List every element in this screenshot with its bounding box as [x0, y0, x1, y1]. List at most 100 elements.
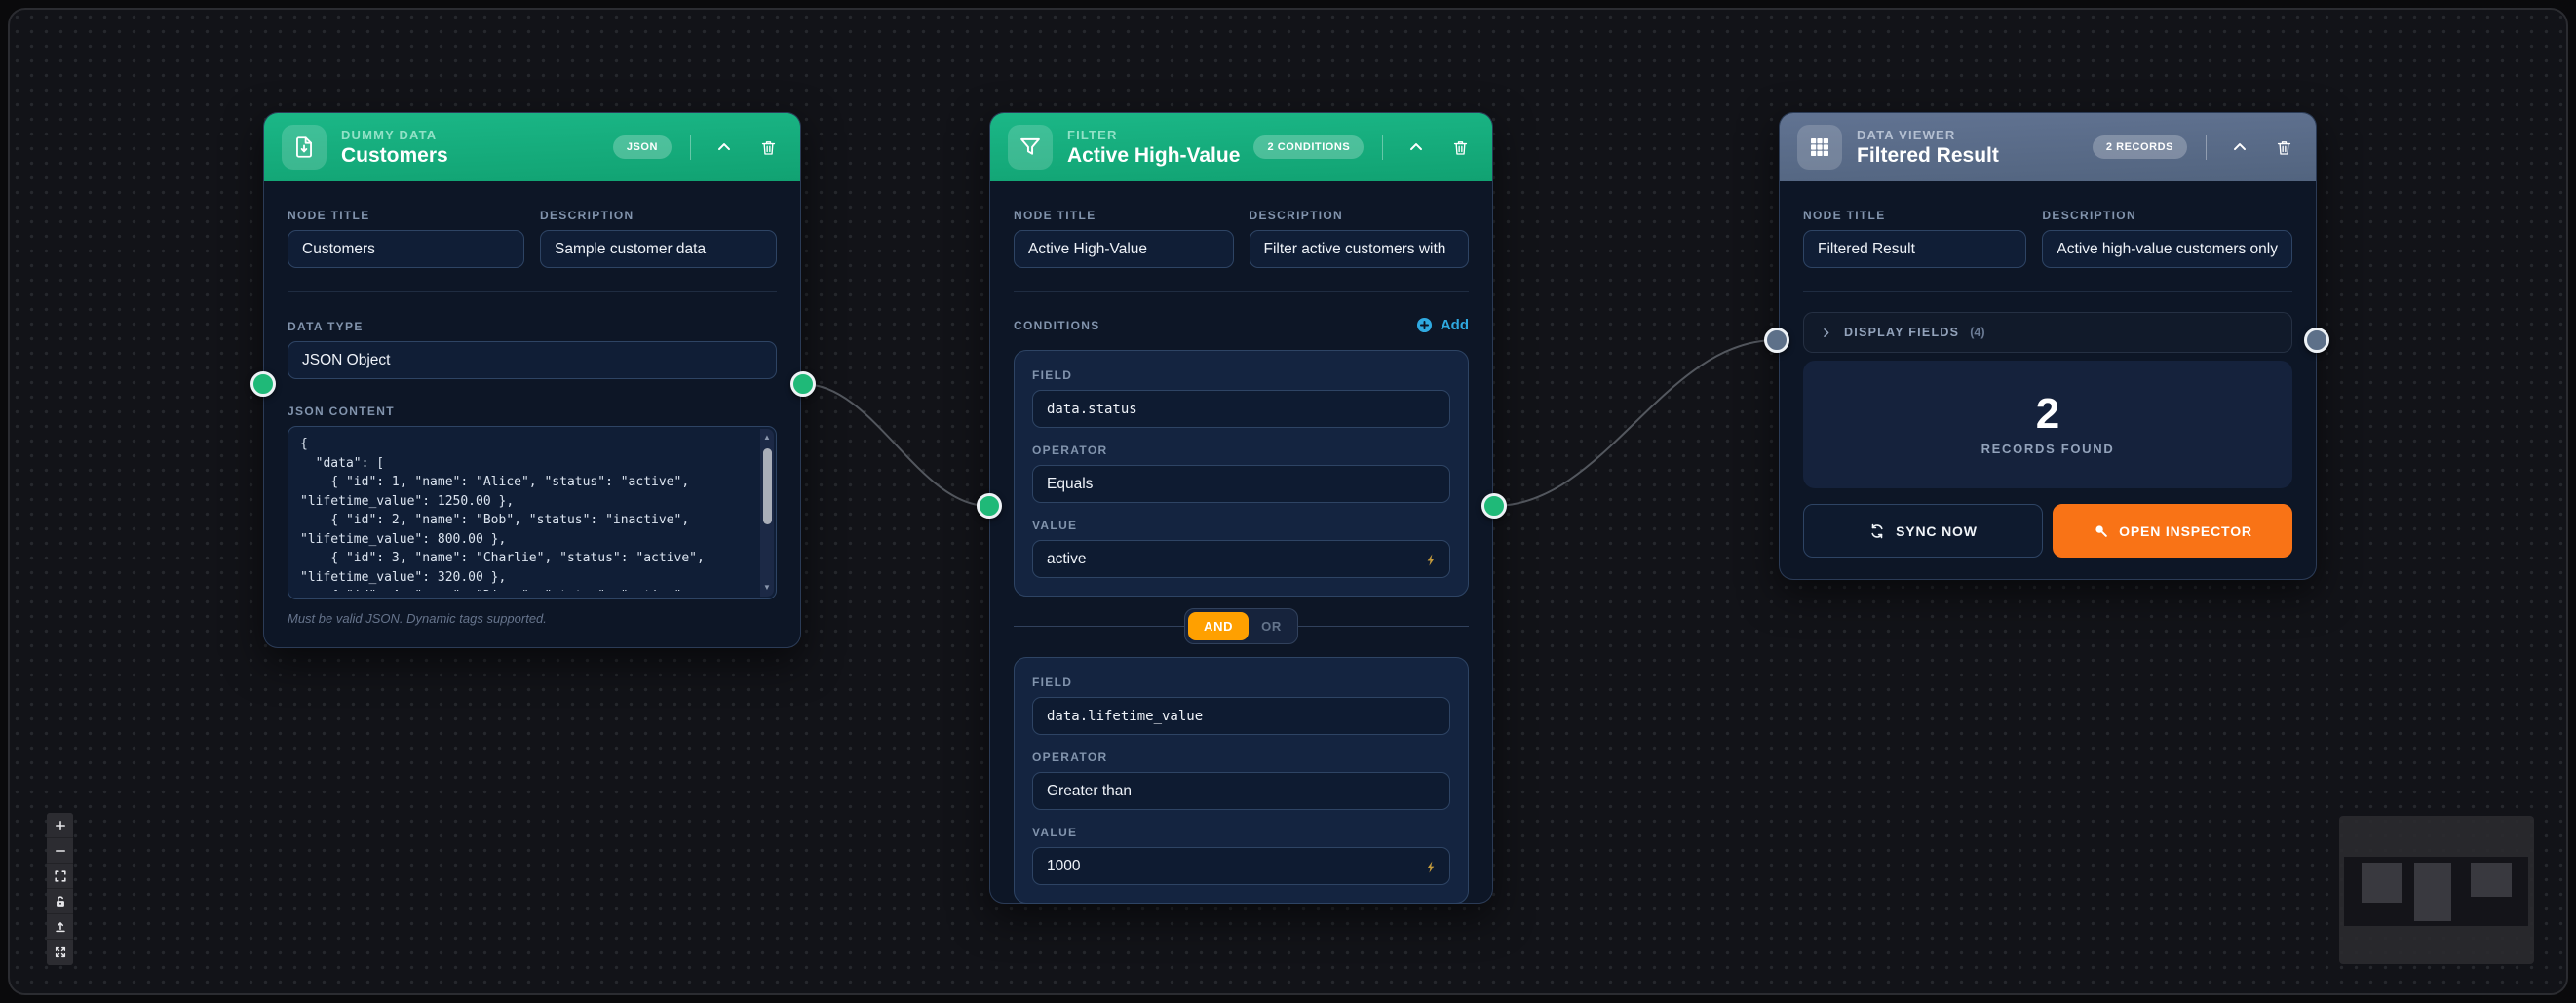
edge-filter-to-viewer [1493, 339, 1777, 507]
node-title: Customers [341, 143, 448, 167]
minimap-node-dummy [2362, 863, 2402, 903]
operator-label: OPERATOR [1032, 751, 1108, 764]
trash-icon [761, 140, 775, 155]
json-content-text[interactable]: { "data": [ { "id": 1, "name": "Alice", … [300, 437, 705, 591]
open-inspector-button[interactable]: OPEN INSPECTOR [2053, 504, 2292, 558]
and-or-toggle[interactable]: AND OR [1184, 607, 1298, 644]
field-label: FIELD [1032, 368, 1073, 382]
upload-icon [55, 921, 65, 932]
value-label: VALUE [1032, 519, 1078, 532]
value-label: VALUE [1032, 826, 1078, 839]
export-button[interactable] [47, 914, 73, 940]
condition-card-2: FIELD data.lifetime_value OPERATOR Great… [1014, 657, 1469, 904]
plus-circle-icon [1416, 317, 1432, 333]
filter-funnel-icon [1008, 125, 1053, 170]
handle-filter-output[interactable] [1481, 493, 1507, 519]
add-condition-button[interactable]: Add [1415, 316, 1469, 334]
open-inspector-label: OPEN INSPECTOR [2119, 522, 2252, 539]
description-field-label: DESCRIPTION [1249, 209, 1344, 222]
and-toggle-button[interactable]: AND [1188, 611, 1250, 640]
header-divider [1382, 135, 1384, 160]
minimap-node-filter [2414, 863, 2451, 921]
json-content-label: JSON CONTENT [288, 405, 395, 418]
value-input[interactable]: active [1032, 540, 1450, 578]
node-kind-label: DATA VIEWER [1857, 127, 1956, 142]
node-data-viewer[interactable]: DATA VIEWER Filtered Result 2 RECORDS NO… [1779, 112, 2317, 580]
json-badge: JSON [612, 135, 672, 159]
dynamic-value-bolt-icon[interactable] [1424, 553, 1439, 567]
handle-filter-input[interactable] [977, 493, 1002, 519]
operator-label: OPERATOR [1032, 444, 1108, 457]
lock-button[interactable] [47, 889, 73, 914]
trash-icon [2277, 140, 2290, 155]
node-filter[interactable]: FILTER Active High-Value 2 CONDITIONS NO… [989, 112, 1493, 904]
collapse-button[interactable] [1402, 133, 1431, 162]
value-input[interactable]: 1000 [1032, 847, 1450, 885]
add-button-label: Add [1440, 317, 1469, 333]
operator-select[interactable]: Equals [1032, 465, 1450, 503]
sync-now-label: SYNC NOW [1896, 522, 1978, 539]
field-input[interactable]: data.lifetime_value [1032, 697, 1450, 735]
field-label: FIELD [1032, 675, 1073, 689]
zoom-in-button[interactable] [47, 813, 73, 838]
expand-arrows-icon [55, 946, 65, 958]
header-divider [690, 135, 691, 160]
node-title-input[interactable]: Active High-Value [1014, 230, 1234, 268]
header-divider [2206, 135, 2207, 160]
node-title: Active High-Value [1067, 143, 1241, 167]
node-viewer-header[interactable]: DATA VIEWER Filtered Result 2 RECORDS [1780, 113, 2316, 181]
fit-view-button[interactable] [47, 864, 73, 889]
node-dummy-header[interactable]: DUMMY DATA Customers JSON [264, 113, 800, 181]
minimap[interactable] [2339, 816, 2534, 964]
sync-now-button[interactable]: SYNC NOW [1803, 504, 2043, 558]
node-filter-header[interactable]: FILTER Active High-Value 2 CONDITIONS [990, 113, 1492, 181]
node-dummy-data[interactable]: DUMMY DATA Customers JSON NODE TITLE Cus… [263, 112, 801, 648]
node-title-field-label: NODE TITLE [1014, 209, 1096, 222]
display-fields-accordion[interactable]: DISPLAY FIELDS (4) [1803, 312, 2292, 353]
file-download-icon [282, 125, 327, 170]
expand-button[interactable] [47, 940, 73, 965]
description-input[interactable]: Active high-value customers only [2042, 230, 2292, 268]
scroll-down-icon[interactable]: ▼ [763, 583, 771, 592]
node-kind-label: DUMMY DATA [341, 127, 438, 142]
records-badge: 2 RECORDS [2092, 135, 2187, 159]
delete-node-button[interactable] [1445, 133, 1475, 162]
node-title-input[interactable]: Customers [288, 230, 524, 268]
data-type-label: DATA TYPE [288, 320, 364, 333]
operator-select[interactable]: Greater than [1032, 772, 1450, 810]
table-grid-icon [1797, 125, 1842, 170]
canvas-controls [47, 813, 73, 965]
display-fields-label: DISPLAY FIELDS [1844, 326, 1960, 339]
dynamic-value-bolt-icon[interactable] [1424, 860, 1439, 874]
node-title-field-label: NODE TITLE [1803, 209, 1886, 222]
display-fields-count: (4) [1970, 326, 1985, 339]
minus-icon [55, 849, 65, 852]
data-type-select[interactable]: JSON Object [288, 341, 777, 379]
condition-card-1: FIELD data.status OPERATOR Equals VALUE … [1014, 350, 1469, 597]
collapse-button[interactable] [2225, 133, 2254, 162]
description-input[interactable]: Sample customer data [540, 230, 777, 268]
plus-icon [55, 820, 65, 830]
handle-viewer-input[interactable] [1764, 328, 1789, 353]
conditions-label: CONDITIONS [1014, 318, 1100, 332]
json-content-editor[interactable]: { "data": [ { "id": 1, "name": "Alice", … [288, 426, 777, 599]
handle-dummy-output[interactable] [790, 371, 816, 397]
delete-node-button[interactable] [753, 133, 783, 162]
node-title: Filtered Result [1857, 143, 1999, 167]
json-scrollbar[interactable]: ▲ ▼ [760, 429, 774, 597]
scroll-up-icon[interactable]: ▲ [763, 433, 771, 442]
description-input[interactable]: Filter active customers with [1249, 230, 1469, 268]
condition-join-row: AND OR [1014, 607, 1469, 644]
or-toggle-button[interactable]: OR [1249, 612, 1294, 640]
description-field-label: DESCRIPTION [540, 209, 634, 222]
zoom-out-button[interactable] [47, 838, 73, 864]
workflow-canvas[interactable]: DUMMY DATA Customers JSON NODE TITLE Cus… [8, 8, 2568, 995]
field-input[interactable]: data.status [1032, 390, 1450, 428]
handle-viewer-output[interactable] [2304, 328, 2329, 353]
scrollbar-thumb[interactable] [762, 448, 772, 524]
handle-dummy-input[interactable] [250, 371, 276, 397]
edge-dummy-to-filter [802, 383, 989, 507]
collapse-button[interactable] [710, 133, 739, 162]
delete-node-button[interactable] [2269, 133, 2298, 162]
node-title-input[interactable]: Filtered Result [1803, 230, 2027, 268]
